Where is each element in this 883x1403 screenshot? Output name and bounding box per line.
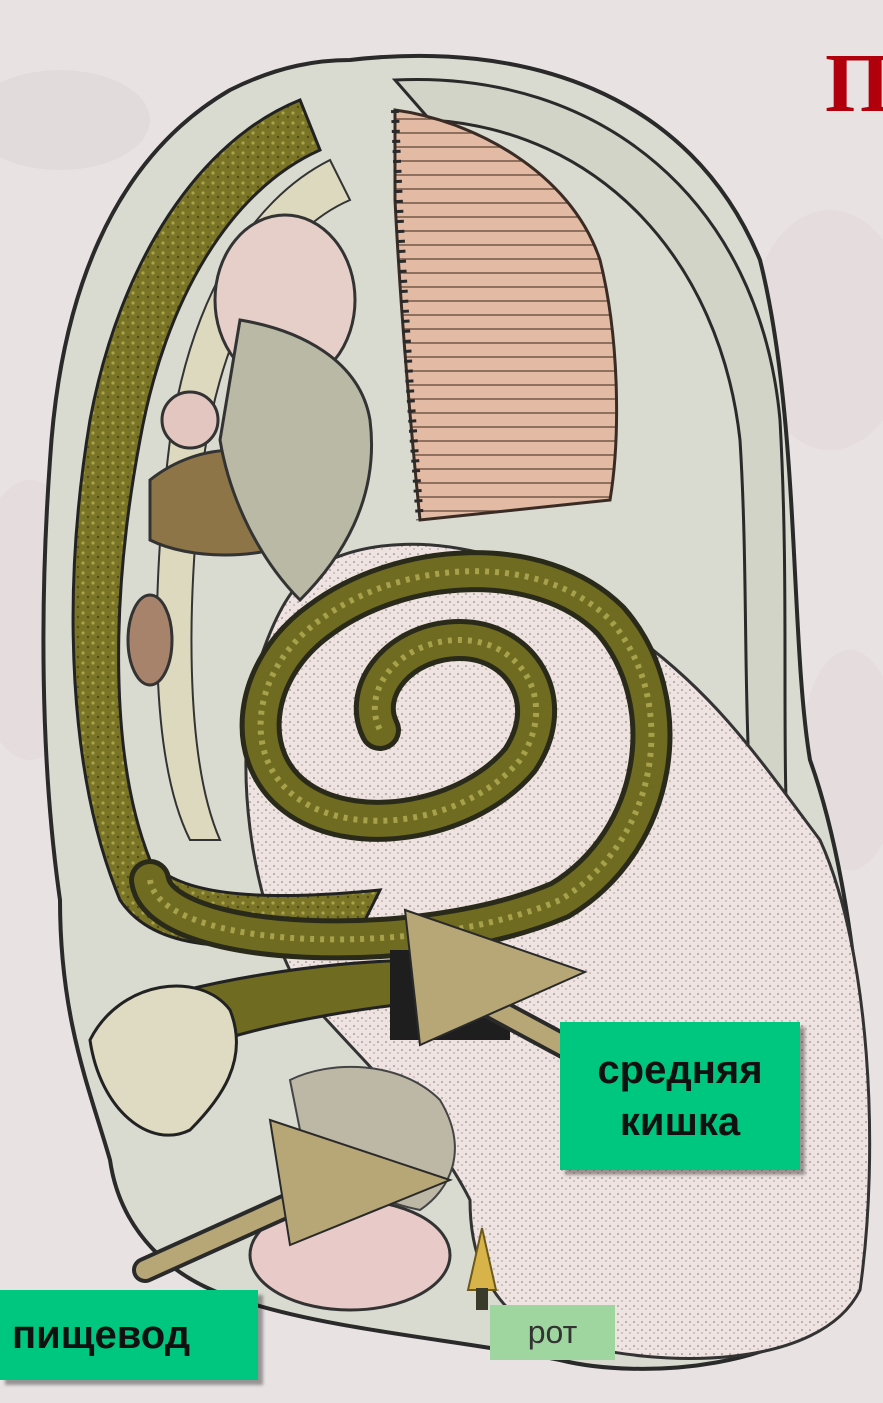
small-pink-organ	[162, 392, 218, 448]
label-middle-intestine-line2: кишка	[620, 1096, 740, 1148]
label-middle-intestine: средняя кишка	[560, 1022, 800, 1170]
small-brown-organ	[128, 595, 172, 685]
title-fragment: П	[825, 44, 883, 124]
label-mouth: рот	[490, 1305, 615, 1360]
label-esophagus: пищевод	[0, 1290, 258, 1380]
label-middle-intestine-line1: средняя	[597, 1044, 762, 1096]
